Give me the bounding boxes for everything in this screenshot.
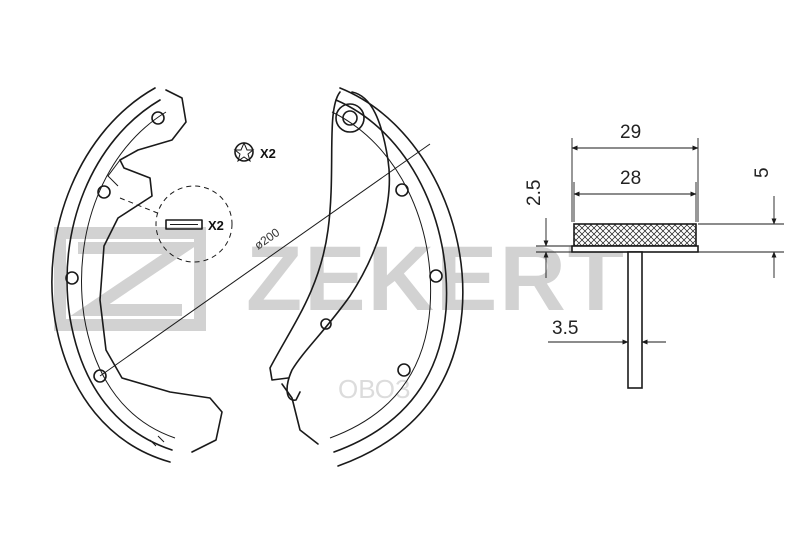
dim-lining-width: 28: [620, 168, 641, 189]
right-brake-shoe: [269, 87, 464, 467]
left-web-notch: [107, 159, 121, 187]
left-hole-1: [151, 111, 165, 125]
clip-leader: [119, 197, 161, 215]
right-web: [286, 91, 391, 401]
diameter-line: [99, 143, 431, 377]
cross-section: 29 28 2.5 5 3.5: [524, 122, 784, 389]
left-hole-4: [93, 369, 107, 383]
dim-lining-thickness: 2.5: [524, 180, 545, 206]
left-hole-3: [65, 271, 79, 285]
right-pin-outer: [335, 103, 365, 133]
right-web-tail: [281, 383, 319, 445]
right-rim: [329, 111, 432, 439]
star-spring-icon: [233, 141, 255, 163]
zekert-watermark: ZEKERT ОВОЗ: [54, 227, 626, 404]
right-hole-4: [320, 318, 332, 330]
clip-note: X2: [119, 185, 233, 263]
left-lining-inner: [66, 99, 173, 451]
left-rim: [81, 111, 176, 439]
dim-web-thickness: 3.5: [552, 318, 578, 339]
clip-count: X2: [208, 218, 224, 233]
watermark-brand: ZEKERT: [246, 228, 626, 330]
right-hole-2: [429, 269, 443, 283]
right-lining-inner: [333, 99, 448, 453]
dim-total-thickness: 5: [752, 167, 773, 178]
watermark-sub: ОВОЗ: [338, 374, 411, 404]
left-hole-2: [97, 185, 111, 199]
section-lining: [573, 223, 697, 247]
clip-icon: [165, 219, 203, 230]
left-web: [99, 89, 223, 453]
right-lining-outer: [337, 87, 464, 467]
spring-count: X2: [260, 146, 276, 161]
right-web-inner: [269, 91, 341, 381]
dim-outer-width: 29: [620, 122, 641, 143]
right-pin-inner: [342, 110, 358, 126]
section-rim: [571, 245, 699, 253]
right-hole-3: [397, 363, 411, 377]
left-brake-shoe: [51, 87, 223, 463]
right-hole-1: [395, 183, 409, 197]
clip-detail-circle: [155, 185, 233, 263]
zekert-logo-icon: [54, 227, 206, 331]
spring-note: X2: [233, 141, 276, 163]
section-web: [627, 251, 643, 389]
left-lining-outer: [51, 87, 171, 463]
left-clip-marks: [149, 435, 165, 447]
